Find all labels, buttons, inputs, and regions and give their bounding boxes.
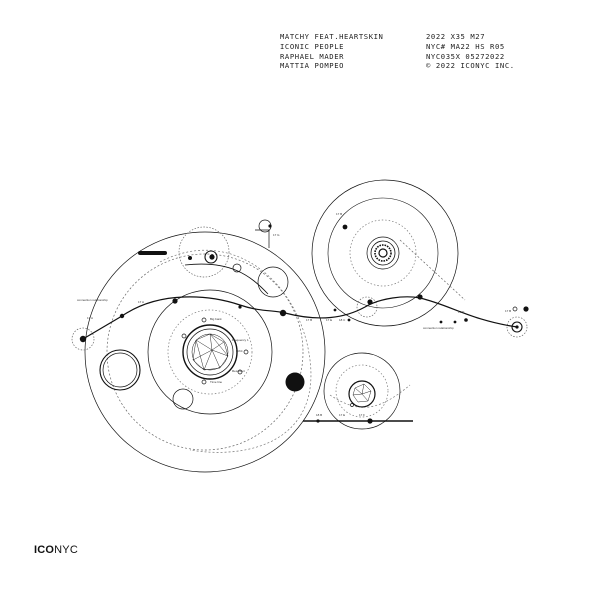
credits-right-column: 2022 X35 M27 NYC# MA22 HS R05 NYC035X 05… [426, 32, 515, 71]
small-tag: 18 C [339, 318, 346, 322]
small-ring-a [232, 263, 242, 273]
bridge-bubble [257, 266, 289, 298]
far-right-dashed-node [506, 316, 528, 338]
right-core-ticks [374, 244, 392, 262]
left-bubble-big [99, 349, 141, 391]
ring-label: Orbit [236, 349, 243, 353]
bottom-outer-orbit [323, 352, 401, 430]
small-tag: 17 F [359, 413, 365, 417]
left-dashed-orbit [106, 253, 304, 451]
bracket-line [255, 229, 270, 248]
small-tag: 17 B [505, 309, 511, 313]
small-tag: 17 A [138, 300, 144, 304]
left-core-network [192, 333, 229, 371]
right-outer-orbit [311, 179, 459, 327]
logo-bold: ICO [34, 544, 55, 556]
small-tag: 17 E [326, 318, 332, 322]
dashed-arc-left [159, 250, 312, 453]
small-tag: 17 B [306, 318, 312, 322]
right-core-ring-1 [366, 236, 400, 270]
credit-line: ICONIC PEOPLE [280, 41, 345, 51]
bottom-core-ring [348, 380, 376, 408]
credit-line: MATCHY FEAT.HEARTSKIN [280, 32, 384, 41]
right-dashed-orbit [349, 219, 417, 287]
right-lower-dashed-node [356, 296, 378, 318]
top-node-ring [204, 250, 218, 264]
left-core-ring [182, 324, 238, 380]
small-tag: 17 G [273, 233, 280, 237]
small-tag: 18 B [316, 413, 322, 417]
credits-left-column: MATCHY FEAT.HEARTSKIN ICONIC PEOPLE RAPH… [280, 32, 383, 71]
credit-line: RAPHAEL MADER [280, 51, 345, 61]
left-bubble-big-inner [102, 352, 138, 388]
left-core-inner-ring [186, 328, 234, 376]
secondary-connection-path [184, 263, 269, 295]
bottom-dashed-orbit [335, 364, 389, 418]
catalog-line: NYC035X 05272022 [426, 51, 505, 61]
small-tag: 17 A [87, 316, 93, 320]
ring-label: Frequency 1 [232, 338, 249, 342]
left-far-node-ring [71, 327, 95, 351]
ring-label: Big bank [210, 317, 222, 321]
bottom-dashed-arc [329, 384, 411, 408]
left-bubble-small [172, 388, 194, 410]
label-connection-left: connection relationship [77, 298, 108, 302]
small-tag: 17 D [458, 310, 465, 314]
left-middle-orbit [147, 289, 273, 415]
left-outer-orbit [84, 231, 326, 473]
ring-label: Time line [210, 380, 222, 384]
right-middle-orbit [327, 197, 439, 309]
credit-line: MATTIA POMPEO [280, 61, 345, 71]
ring-label: Resonant [232, 369, 245, 373]
catalog-line: 2022 X35 M27 [426, 32, 486, 41]
far-right-node-ring [511, 321, 523, 333]
bottom-core-network [352, 383, 372, 403]
left-inner-dashed-orbit [167, 309, 253, 395]
small-tag: 17 B [336, 212, 342, 216]
solid-nodes [79, 224, 529, 424]
label-connection-right: connection relationship [423, 326, 454, 330]
hollow-nodes [181, 306, 518, 407]
connection-path [82, 296, 518, 340]
logo-regular: NYC [54, 544, 78, 556]
top-dashed-circle [178, 226, 230, 278]
right-core-center [378, 248, 388, 258]
right-dashed-ray [399, 239, 466, 301]
catalog-line: NYC# MA22 HS R05 [426, 41, 505, 51]
small-tag: 17 E [339, 413, 345, 417]
right-core-ring-2 [370, 240, 396, 266]
iconyc-logo: ICONYC [34, 544, 78, 556]
catalog-line: © 2022 ICONYC INC. [426, 61, 515, 71]
